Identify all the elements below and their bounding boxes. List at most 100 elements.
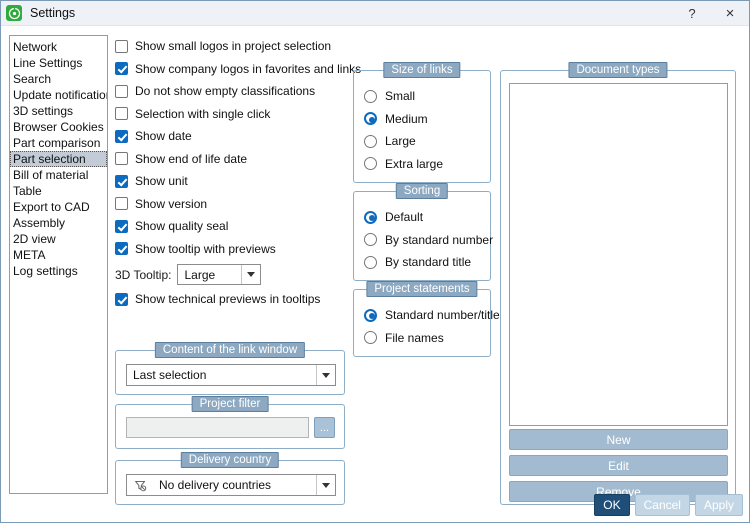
tooltip-3d-value: Large [184,267,216,282]
checkbox-show-technical-previews[interactable]: Show technical previews in tooltips [115,288,345,311]
sidebar-item-update-notification[interactable]: Update notification [13,88,108,102]
sidebar-item-part-selection[interactable]: Part selection [10,151,107,167]
delivery-country-dropdown[interactable]: No delivery countries [126,474,336,496]
radio-sort-by-standard-number[interactable]: By standard number [364,229,493,252]
cancel-button[interactable]: Cancel [634,494,690,516]
checkbox-box-icon[interactable] [115,129,128,143]
radio-circle-icon[interactable] [364,255,377,269]
radio-sort-by-standard-title[interactable]: By standard title [364,251,493,274]
checkbox-show-quality-seal[interactable]: Show quality seal [115,215,345,238]
radio-circle-icon[interactable] [364,308,377,322]
radio-size-large[interactable]: Large [364,130,443,153]
radio-label: Large [385,134,416,149]
sorting-radio-group: Default By standard number By standard t… [364,206,493,274]
radio-label: Standard number/title [385,308,500,323]
radio-circle-icon[interactable] [364,233,377,247]
checkbox-box-icon[interactable] [115,62,128,76]
checkbox-box-icon[interactable] [115,219,128,233]
sidebar-item-search[interactable]: Search [13,72,52,86]
checkbox-box-icon[interactable] [115,197,128,211]
sidebar-item-3d-settings[interactable]: 3D settings [13,104,74,118]
checkbox-box-icon[interactable] [115,107,128,121]
checkbox-show-tooltip-with-previews[interactable]: Show tooltip with previews [115,238,345,261]
radio-label: By standard number [385,232,494,247]
checkbox-box-icon[interactable] [115,174,128,188]
checkbox-hide-empty-classifications[interactable]: Do not show empty classifications [115,80,345,103]
checkbox-label: Do not show empty classifications [135,84,316,99]
checkbox-label: Show technical previews in tooltips [135,292,321,307]
sidebar-item-log-settings[interactable]: Log settings [13,264,78,278]
checkbox-box-icon[interactable] [115,242,128,256]
radio-size-small[interactable]: Small [364,85,443,108]
dialog-footer: OK Cancel Apply [594,494,743,516]
window-title: Settings [30,6,76,20]
document-types-list[interactable] [509,83,728,426]
sidebar-item-line-settings[interactable]: Line Settings [13,56,83,70]
checkbox-show-small-logos[interactable]: Show small logos in project selection [115,35,345,58]
ok-button[interactable]: OK [594,494,630,516]
radio-circle-icon[interactable] [364,89,377,103]
checkbox-label: Show tooltip with previews [135,241,276,256]
checkbox-show-date[interactable]: Show date [115,125,345,148]
filter-off-icon [133,478,148,493]
radio-file-names[interactable]: File names [364,327,500,350]
radio-circle-icon[interactable] [364,157,377,171]
close-icon[interactable]: × [725,5,735,22]
group-project-filter: Project filter ... [115,396,345,449]
radio-circle-icon[interactable] [364,134,377,148]
sidebar-item-bill-of-material[interactable]: Bill of material [13,168,89,182]
sidebar-item-meta[interactable]: META [13,248,46,262]
group-delivery-country: Delivery country No delivery countries [115,452,345,505]
title-bar: Settings ? × [1,1,749,26]
group-size-of-links: Size of links Small Medium Large Extra l… [353,62,491,183]
edit-button[interactable]: Edit [509,455,728,476]
group-content-of-link-window: Content of the link window Last selectio… [115,342,345,395]
help-button[interactable]: ? [688,6,696,21]
sidebar-item-browser-cookies[interactable]: Browser Cookies [13,120,104,134]
checkbox-show-unit[interactable]: Show unit [115,170,345,193]
app-logo-icon [6,5,22,21]
project-filter-input[interactable] [126,417,309,438]
sidebar-item-2d-view[interactable]: 2D view [13,232,56,246]
dialog-content: Network Line Settings Search Update noti… [1,26,749,522]
apply-button[interactable]: Apply [694,494,743,516]
group-sorting: Sorting Default By standard number By st… [353,183,493,281]
radio-circle-icon[interactable] [364,210,377,224]
chevron-down-icon[interactable] [241,265,260,284]
radio-sort-default[interactable]: Default [364,206,493,229]
checkbox-selection-single-click[interactable]: Selection with single click [115,103,345,126]
checkbox-box-icon[interactable] [115,39,128,53]
link-window-dropdown[interactable]: Last selection [126,364,336,386]
checkbox-box-icon[interactable] [115,292,128,306]
group-title: Sorting [395,183,449,199]
delivery-country-value: No delivery countries [159,478,272,492]
checkbox-show-company-logos[interactable]: Show company logos in favorites and link… [115,58,361,81]
group-title: Project statements [366,281,478,297]
sidebar-item-export-to-cad[interactable]: Export to CAD [13,200,90,214]
radio-size-medium[interactable]: Medium [364,108,443,131]
checkbox-show-version[interactable]: Show version [115,193,345,216]
radio-size-extra-large[interactable]: Extra large [364,153,443,176]
checkbox-box-icon[interactable] [115,152,128,166]
radio-circle-icon[interactable] [364,331,377,345]
link-window-value: Last selection [133,368,207,382]
checkbox-show-end-of-life-date[interactable]: Show end of life date [115,148,345,171]
radio-standard-number-title[interactable]: Standard number/title [364,304,500,327]
checkbox-label: Show unit [135,174,188,189]
new-button[interactable]: New [509,429,728,450]
sidebar-item-table[interactable]: Table [13,184,42,198]
checkbox-box-icon[interactable] [115,84,128,98]
checkbox-label: Selection with single click [135,106,271,121]
radio-circle-icon[interactable] [364,112,377,126]
radio-label: File names [385,330,444,345]
tooltip-3d-dropdown[interactable]: Large [177,264,262,285]
sidebar-item-assembly[interactable]: Assembly [13,216,66,230]
sidebar-item-part-comparison[interactable]: Part comparison [13,136,101,150]
options-checkbox-column: Show small logos in project selection Sh… [115,35,361,311]
settings-category-list[interactable]: Network Line Settings Search Update noti… [9,35,108,494]
chevron-down-icon[interactable] [316,475,335,495]
sidebar-item-network[interactable]: Network [13,40,58,54]
chevron-down-icon[interactable] [316,365,335,385]
project-filter-browse-button[interactable]: ... [314,417,335,438]
